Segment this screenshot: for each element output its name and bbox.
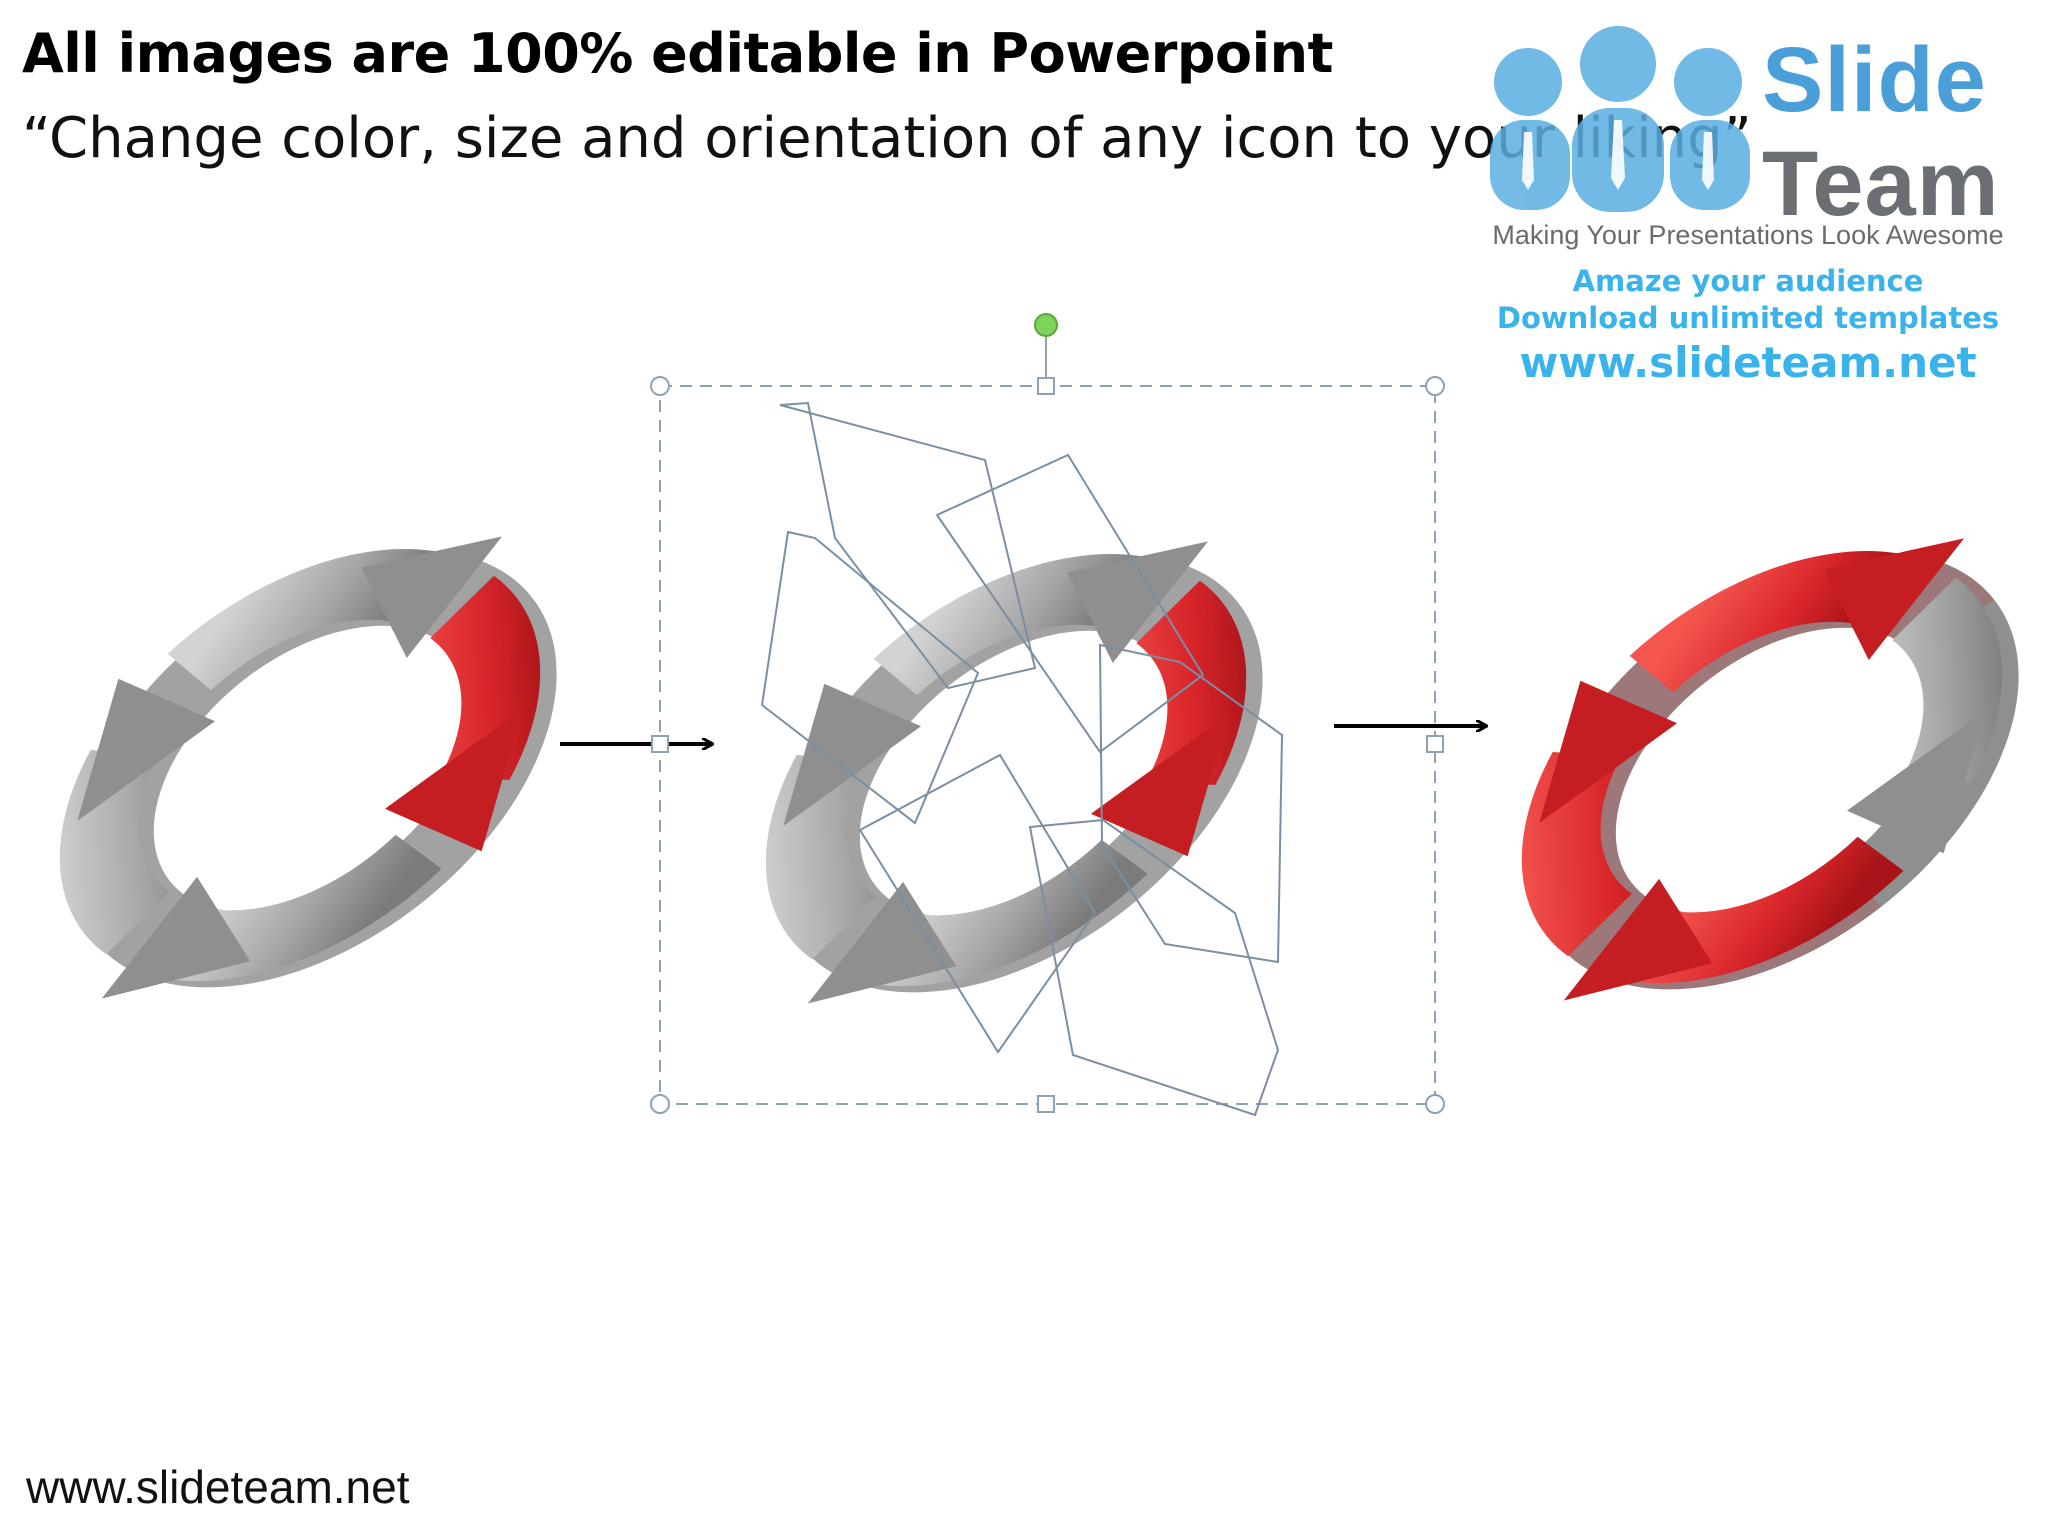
cycle-arrowhead-left xyxy=(77,678,216,822)
shape-outlines xyxy=(760,401,1284,1117)
logo-tagline: Making Your Presentations Look Awesome xyxy=(1492,220,2004,250)
people-group-icon xyxy=(1490,26,1750,212)
cycle-segment-top[interactable] xyxy=(873,535,1143,734)
cycle-segment-top xyxy=(1629,551,1899,694)
promo-url[interactable]: www.slideteam.net xyxy=(1519,338,1977,387)
cycle-diagram-original xyxy=(59,536,557,999)
footer-url: www.slideteam.net xyxy=(26,1461,410,1513)
cycle-arrowhead-top xyxy=(361,536,503,658)
resize-handle-top-left[interactable] xyxy=(650,376,670,396)
resize-handle-right[interactable] xyxy=(1426,735,1444,753)
resize-handle-top-right[interactable] xyxy=(1425,376,1445,396)
cycle-segment-bottom[interactable] xyxy=(868,801,1148,1007)
cycle-segment-bottom xyxy=(162,834,442,982)
resize-handle-bottom[interactable] xyxy=(1037,1095,1055,1113)
slideteam-logo: Slide Team Making Your Presentations Loo… xyxy=(1468,20,2028,387)
resize-handle-top[interactable] xyxy=(1037,377,1055,395)
logo-word-slide: Slide xyxy=(1762,29,1987,131)
page-subtitle: “Change color, size and orientation of a… xyxy=(22,106,1752,171)
cycle-diagram-selected[interactable] xyxy=(659,444,1353,1097)
promo-line-2: Download unlimited templates xyxy=(1496,301,2000,335)
resize-handle-bottom-left[interactable] xyxy=(650,1094,670,1114)
rotation-handle[interactable] xyxy=(1034,313,1058,337)
cycle-arrowhead-right xyxy=(384,708,523,852)
cycle-diagram-recolored xyxy=(1521,538,2019,1001)
selection-frame xyxy=(650,313,1445,1114)
logo-word-team: Team xyxy=(1762,133,2000,235)
resize-handle-bottom-right[interactable] xyxy=(1425,1094,1445,1114)
page-title: All images are 100% editable in Powerpoi… xyxy=(22,22,1333,85)
cycle-segment-top xyxy=(167,549,437,692)
cycle-segment-bottom xyxy=(1624,836,1904,984)
promo-line-1: Amaze your audience xyxy=(1572,264,1924,298)
resize-handle-left[interactable] xyxy=(651,735,669,753)
cycle-arrowhead-bottom xyxy=(101,876,251,999)
